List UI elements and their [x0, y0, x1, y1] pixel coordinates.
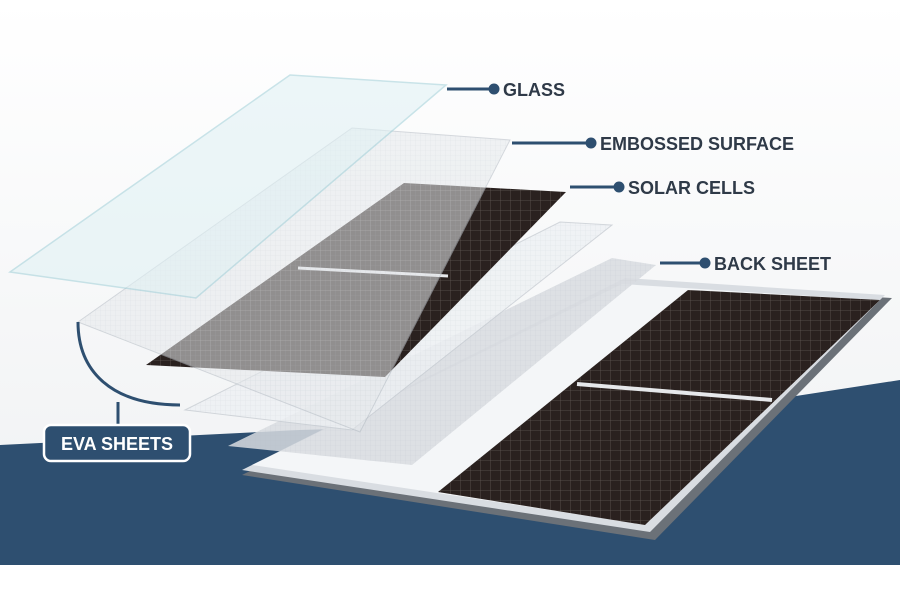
leader-lines: [76, 83, 711, 425]
eva-bracket: [76, 321, 181, 407]
eva-sheets-badge: EVA SHEETS: [42, 423, 192, 463]
back-sheet-leader-dot: [699, 257, 711, 269]
panel-cell-area: [438, 290, 880, 525]
label-glass: GLASS: [503, 80, 565, 100]
eva-badge-box: [42, 423, 192, 463]
label-back-sheet: BACK SHEET: [714, 254, 831, 274]
panel-divider: [576, 382, 773, 402]
glass-leader-dot: [488, 83, 500, 95]
label-eva-sheets: EVA SHEETS: [61, 434, 173, 454]
assembled-panel: [242, 278, 892, 540]
label-solar-cells: SOLAR CELLS: [628, 178, 755, 198]
solar-cells-leader-dot: [613, 181, 625, 193]
glass-layer: [8, 74, 448, 299]
embossed-leader-dot: [585, 137, 597, 149]
bottom-margin: [0, 565, 900, 600]
embossed-surface-texture: [78, 128, 510, 432]
label-embossed-surface: EMBOSSED SURFACE: [600, 134, 794, 154]
